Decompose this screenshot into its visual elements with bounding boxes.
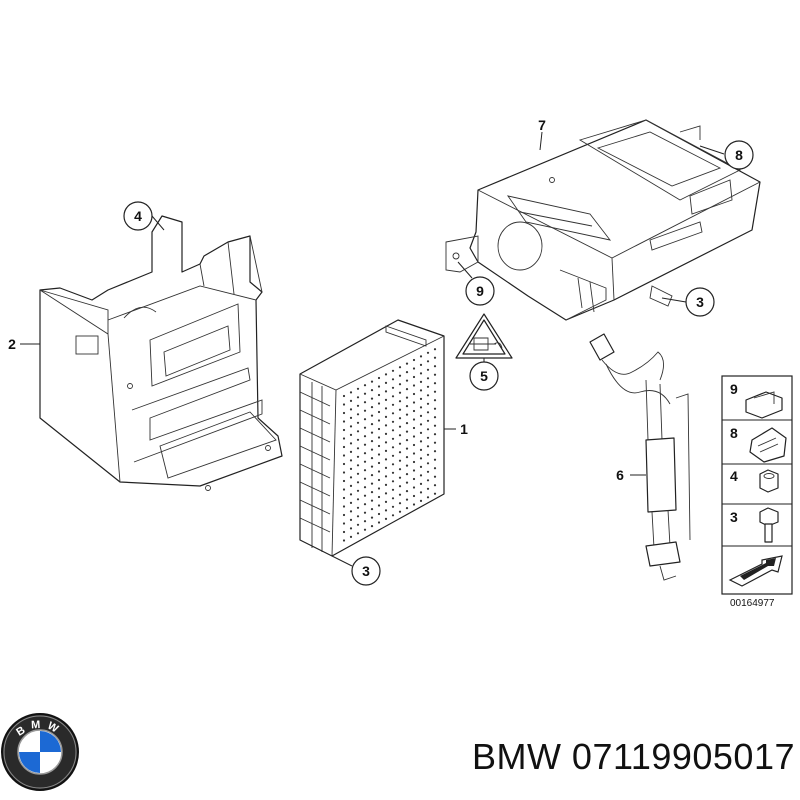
legend-label-4: 4 <box>730 468 738 484</box>
callout-4-bubble <box>123 201 153 231</box>
callout-7-label: 7 <box>538 117 546 133</box>
callout-3-bubble-amplifier <box>351 556 381 586</box>
callout-3-label-amplifier: 3 <box>362 563 370 579</box>
logo-blue-quadrant-top-right <box>40 731 61 752</box>
callout-2-label: 2 <box>8 336 16 352</box>
part-2-mounting-bracket <box>39 215 283 491</box>
callout-layer: 4 2 1 3 5 7 8 9 3 6 <box>8 117 754 586</box>
spring-clip-icon <box>749 427 787 463</box>
drawing-reference-number: 00164977 <box>730 598 775 609</box>
legend-label-8: 8 <box>730 425 738 441</box>
hex-bolt-icon <box>759 507 779 543</box>
callout-1-label: 1 <box>460 421 468 437</box>
part-6-cable-harness <box>589 333 691 581</box>
clip-nut-icon <box>745 391 783 419</box>
callout-8-bubble <box>724 140 754 170</box>
callout-8-label: 8 <box>735 147 743 163</box>
callout-9-bubble <box>465 276 495 306</box>
logo-blue-quadrant-bottom-left <box>19 752 40 773</box>
product-title: BMW 07119905017 <box>471 736 795 777</box>
callout-6-label: 6 <box>616 467 624 483</box>
callout-4-label: 4 <box>134 208 142 224</box>
callout-9-label: 9 <box>476 283 484 299</box>
part-5-warning-label <box>455 313 513 359</box>
hex-nut-icon <box>759 469 779 493</box>
amplifier-vent-holes <box>342 348 437 542</box>
direction-arrow-icon <box>728 555 783 587</box>
callout-5-label: 5 <box>480 368 488 384</box>
legend-label-9: 9 <box>730 381 738 397</box>
amplifier-cooling-fins <box>299 382 331 552</box>
small-parts-legend: 9 8 4 3 00164977 <box>721 375 793 609</box>
callout-3-bubble-tray <box>685 287 715 317</box>
callout-3-label-tray: 3 <box>696 294 704 310</box>
bmw-logo: BMW <box>1 713 79 791</box>
callout-5-bubble <box>469 361 499 391</box>
legend-label-3: 3 <box>730 509 738 525</box>
part-1-amplifier-unit <box>299 319 445 557</box>
part-7-holder-tray <box>445 119 761 321</box>
